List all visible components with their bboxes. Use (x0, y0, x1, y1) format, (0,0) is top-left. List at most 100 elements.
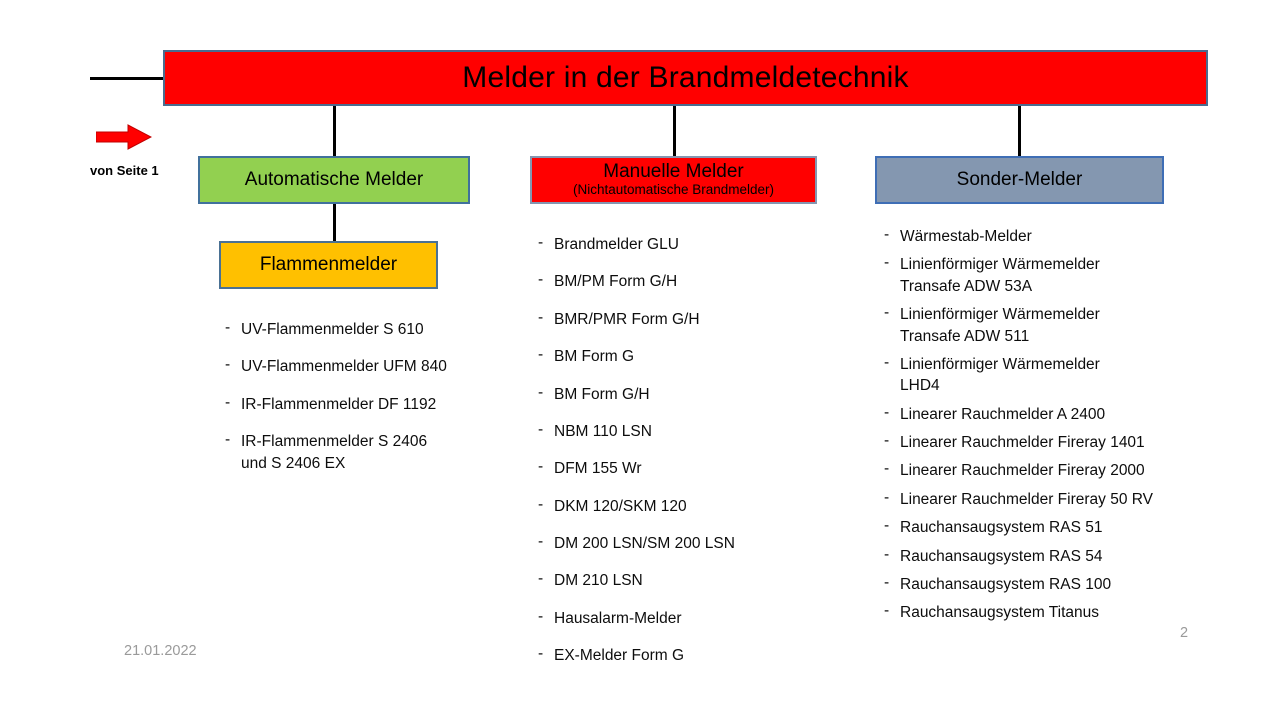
sonder-melder-item: -Rauchansaugsystem Titanus (884, 602, 1194, 623)
sonder-melder-item-label: Rauchansaugsystem RAS 51 (900, 519, 1103, 537)
manuelle-melder-item: -DKM 120/SKM 120 (538, 496, 838, 517)
bullet-dash: - (538, 495, 544, 513)
manuelle-melder-item-label: Hausalarm-Melder (554, 609, 682, 627)
flammenmelder-item: - UV-Flammenmelder UFM 840 (225, 356, 515, 377)
bullet-dash: - (538, 383, 544, 401)
sonder-melder-item-label: Linearer Rauchmelder A 2400 (900, 405, 1106, 423)
manuelle-melder-item-label: DM 210 LSN (554, 572, 643, 590)
sonder-melder-item: -Linearer Rauchmelder Fireray 1401 (884, 432, 1194, 453)
bullet-dash: - (884, 353, 890, 371)
flammenmelder-item: -UV-Flammenmelder S 610 (225, 319, 515, 340)
list-manuelle-melder: -Brandmelder GLU-BM/PM Form G/H-BMR/PMR … (538, 234, 838, 683)
sonder-melder-item-label: Linearer Rauchmelder Fireray 1401 (900, 434, 1145, 451)
flammenmelder-item: -IR-Flammenmelder DF 1192 (225, 394, 515, 415)
branch-box-sonder-melder[interactable]: Sonder-Melder (875, 156, 1164, 204)
manuelle-melder-item-label: NBM 110 LSN (554, 422, 652, 440)
bullet-dash: - (538, 607, 544, 625)
bullet-dash: - (538, 458, 544, 476)
bullet-dash: - (225, 356, 231, 374)
connector-title-to-manual (673, 106, 676, 156)
bullet-dash: - (538, 308, 544, 326)
sonder-melder-item: -Wärmestab-Melder (884, 226, 1194, 247)
sonder-melder-item-label: Linearer Rauchmelder Fireray 2000 (900, 462, 1145, 480)
from-previous-page-caption: von Seite 1 (90, 163, 159, 178)
manuelle-melder-item-label: DKM 120/SKM 120 (554, 497, 687, 515)
branch-label-flammenmelder: Flammenmelder (259, 253, 398, 275)
list-sonder-melder: -Wärmestab-Melder-Linienförmiger Wärmeme… (884, 226, 1194, 631)
connector-title-to-special (1018, 106, 1021, 156)
sonder-melder-item: -Rauchansaugsystem RAS 51 (884, 517, 1194, 538)
manuelle-melder-item-label: BMR/PMR Form G/H (554, 310, 700, 328)
flammenmelder-item-label: UV-Flammenmelder S 610 (241, 321, 424, 338)
sonder-melder-item-label: Rauchansaugsystem Titanus (900, 604, 1100, 622)
sonder-melder-item-label: Linienförmiger Wärmemelder LHD4 (900, 355, 1100, 395)
bullet-dash: - (884, 545, 890, 563)
bullet-dash: - (884, 254, 890, 272)
manuelle-melder-item: -EX-Melder Form G (538, 645, 838, 666)
branch-label-manuelle-melder: Manuelle Melder (603, 160, 744, 182)
bullet-dash: - (538, 271, 544, 289)
bullet-dash: - (884, 488, 890, 506)
bullet-dash: - (884, 432, 890, 449)
bullet-dash: - (884, 460, 890, 478)
page-number: 2 (1180, 625, 1189, 641)
sonder-melder-item-label: Linienförmiger Wärmemelder Transafe ADW … (900, 306, 1100, 345)
flammenmelder-item: -IR-Flammenmelder S 2406 und S 2406 EX (225, 431, 515, 474)
bullet-dash: - (884, 226, 890, 243)
branch-box-automatische-melder[interactable]: Automatische Melder (198, 156, 470, 204)
connector-title-to-automatic (333, 106, 336, 156)
bullet-dash: - (538, 533, 544, 550)
bullet-dash: - (884, 602, 890, 620)
branch-sublabel-manuelle-melder: (Nichtautomatische Brandmelder) (572, 182, 775, 198)
manuelle-melder-item: -BMR/PMR Form G/H (538, 309, 838, 330)
sonder-melder-item: -Rauchansaugsystem RAS 100 (884, 574, 1194, 595)
sonder-melder-item-label: Rauchansaugsystem RAS 54 (900, 547, 1103, 565)
manuelle-melder-item-label: DM 200 LSN/SM 200 LSN (554, 535, 735, 552)
manuelle-melder-item-label: EX-Melder Form G (554, 647, 685, 665)
list-flammenmelder: -UV-Flammenmelder S 610- UV-Flammenmelde… (225, 319, 515, 490)
sonder-melder-item-label: Linienförmiger Wärmemelder Transafe ADW … (900, 256, 1100, 295)
sonder-melder-item: -Linienförmiger Wärmemelder Transafe ADW… (884, 254, 1194, 297)
sonder-melder-item: -Linearer Rauchmelder Fireray 50 RV (884, 489, 1194, 510)
bullet-dash: - (538, 420, 544, 438)
bullet-dash: - (884, 403, 890, 421)
bullet-dash: - (884, 517, 890, 535)
manuelle-melder-item: -DM 200 LSN/SM 200 LSN (538, 533, 838, 554)
bullet-dash: - (538, 645, 544, 663)
sonder-melder-item-label: Rauchansaugsystem RAS 100 (900, 575, 1112, 593)
manuelle-melder-item: -Brandmelder GLU (538, 234, 838, 255)
bullet-dash: - (225, 431, 231, 449)
footer-date: 21.01.2022 (124, 643, 197, 659)
bullet-dash: - (225, 393, 231, 411)
sonder-melder-item: -Linienförmiger Wärmemelder Transafe ADW… (884, 304, 1194, 347)
manuelle-melder-item: -DFM 155 Wr (538, 458, 838, 479)
branch-label-sonder-melder: Sonder-Melder (956, 168, 1083, 190)
arrow-right-icon (96, 124, 152, 150)
title-box[interactable]: Melder in der Brandmeldetechnik (163, 50, 1208, 106)
sonder-melder-item: -Rauchansaugsystem RAS 54 (884, 546, 1194, 567)
manuelle-melder-item-label: BM/PM Form G/H (554, 273, 678, 291)
sonder-melder-item-label: Linearer Rauchmelder Fireray 50 RV (900, 490, 1153, 508)
bullet-dash: - (225, 319, 231, 336)
sonder-melder-item: -Linienförmiger Wärmemelder LHD4 (884, 354, 1194, 397)
manuelle-melder-item: -NBM 110 LSN (538, 421, 838, 442)
manuelle-melder-item-label: Brandmelder GLU (554, 236, 679, 253)
flammenmelder-item-label: IR-Flammenmelder DF 1192 (241, 395, 437, 413)
manuelle-melder-item-label: DFM 155 Wr (554, 460, 642, 478)
branch-label-automatische-melder: Automatische Melder (244, 168, 424, 190)
manuelle-melder-item: -Hausalarm-Melder (538, 608, 838, 629)
manuelle-melder-item: -BM Form G (538, 346, 838, 367)
bullet-dash: - (538, 346, 544, 364)
branch-box-manuelle-melder[interactable]: Manuelle Melder (Nichtautomatische Brand… (530, 156, 817, 204)
manuelle-melder-item: -BM Form G/H (538, 384, 838, 405)
sonder-melder-item: -Linearer Rauchmelder Fireray 2000 (884, 460, 1194, 481)
manuelle-melder-item-label: BM Form G/H (554, 385, 650, 403)
manuelle-melder-item: -DM 210 LSN (538, 570, 838, 591)
manuelle-melder-item: -BM/PM Form G/H (538, 271, 838, 292)
manuelle-melder-item-label: BM Form G (554, 348, 635, 366)
bullet-dash: - (884, 573, 890, 591)
branch-box-flammenmelder[interactable]: Flammenmelder (219, 241, 438, 289)
flammenmelder-item-label: IR-Flammenmelder S 2406 und S 2406 EX (241, 433, 428, 472)
sonder-melder-item: -Linearer Rauchmelder A 2400 (884, 404, 1194, 425)
